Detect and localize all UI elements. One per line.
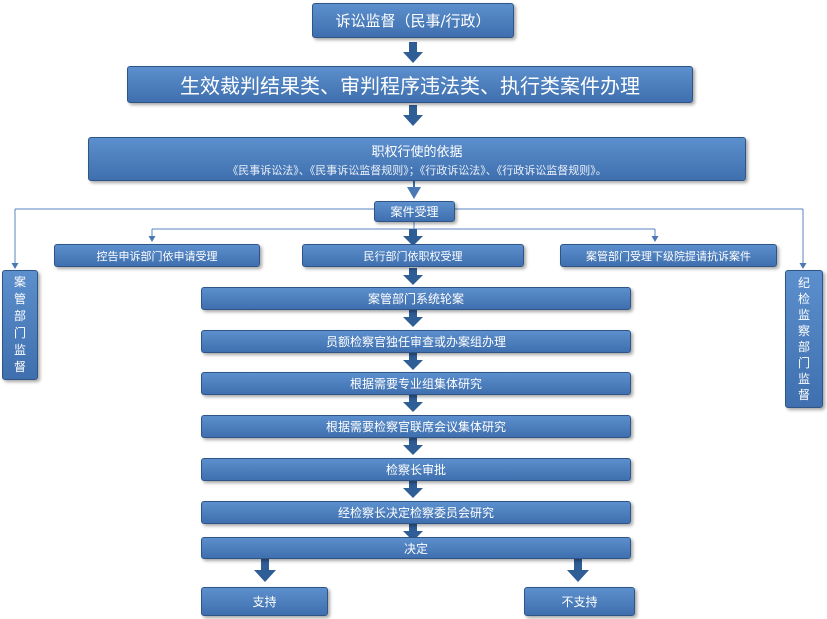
step-text: 员额检察官独任审查或办案组办理 [325,335,506,349]
step-box-3: 根据需要专业组集体研究 [201,372,631,395]
step-text: 经检察长决定检察委员会研究 [337,506,494,520]
side-char: 监 [797,372,810,386]
discipline-supervision-box: 纪 检 监 察 部 门 监 督 [785,270,823,408]
step-text: 检察长审批 [385,463,446,477]
outcome-support-box: 支持 [201,587,328,616]
intake-text: 案件受理 [390,205,439,219]
step-text: 案管部门系统轮案 [367,292,464,306]
side-char: 纪 [797,276,810,290]
step-box-2: 员额检察官独任审查或办案组办理 [201,330,631,353]
outcome-reject-box: 不支持 [524,587,635,616]
step-box-6: 经检察长决定检察委员会研究 [201,501,631,524]
side-char: 检 [797,292,810,306]
basis-heading: 职权行使的依据 [371,144,463,160]
arrow-down-icon [403,310,423,327]
outcome-support-text: 支持 [252,595,277,609]
intake-box: 案件受理 [374,201,455,222]
side-char: 门 [797,356,810,370]
step-box-4: 根据需要检察官联席会议集体研究 [201,415,631,438]
side-char: 案 [13,275,26,289]
side-char: 督 [13,360,26,374]
step-box-1: 案管部门系统轮案 [201,287,631,310]
outcome-reject-text: 不支持 [561,595,598,609]
arrow-down-icon [403,229,423,246]
source-authority-text: 民行部门依职权受理 [363,249,463,263]
side-char: 督 [797,388,810,402]
step-text: 决定 [403,541,428,556]
side-char: 管 [13,292,26,306]
arrow-down-icon [403,524,423,541]
arrow-down-icon [403,395,423,412]
basis-box: 职权行使的依据 《民事诉讼法》、《民事诉讼监督规则》；《行政诉讼法》、《行政诉讼… [88,137,746,181]
block-arrows [254,42,589,582]
side-char: 察 [797,324,810,338]
side-char: 监 [797,308,810,322]
arrow-down-icon [403,105,423,126]
step-text: 根据需要检察官联席会议集体研究 [325,420,506,434]
title-box: 诉讼监督（民事/行政） [312,3,514,38]
side-char: 部 [797,340,810,354]
scope-text: 生效裁判结果类、审判程序违法类、执行类案件办理 [180,74,640,98]
arrow-down-icon [567,559,589,582]
side-char: 监 [13,343,26,357]
arrow-down-icon [403,42,423,63]
source-protest-box: 案管部门受理下级院提请抗诉案件 [560,244,777,267]
source-authority-box: 民行部门依职权受理 [302,244,524,267]
source-protest-text: 案管部门受理下级院提请抗诉案件 [586,249,751,263]
arrow-down-icon [403,353,423,370]
step-text: 根据需要专业组集体研究 [349,377,482,391]
decision-box: 决定 [201,537,631,559]
title-text: 诉讼监督（民事/行政） [335,12,491,30]
step-box-5: 检察长审批 [201,458,631,481]
case-management-supervision-box: 案 管 部 门 监 督 [2,270,38,380]
source-complaint-box: 控告申诉部门依申请受理 [54,244,260,267]
arrow-down-icon [254,559,276,582]
side-char: 部 [13,309,26,323]
basis-text: 《民事诉讼法》、《民事诉讼监督规则》；《行政诉讼法》、《行政诉讼监督规则》。 [227,163,607,177]
arrow-down-icon [403,268,423,285]
source-complaint-text: 控告申诉部门依申请受理 [96,249,218,263]
arrow-down-icon [403,438,423,455]
side-char: 门 [13,326,26,340]
scope-box: 生效裁判结果类、审判程序违法类、执行类案件办理 [127,66,693,103]
arrow-down-icon [403,481,423,498]
